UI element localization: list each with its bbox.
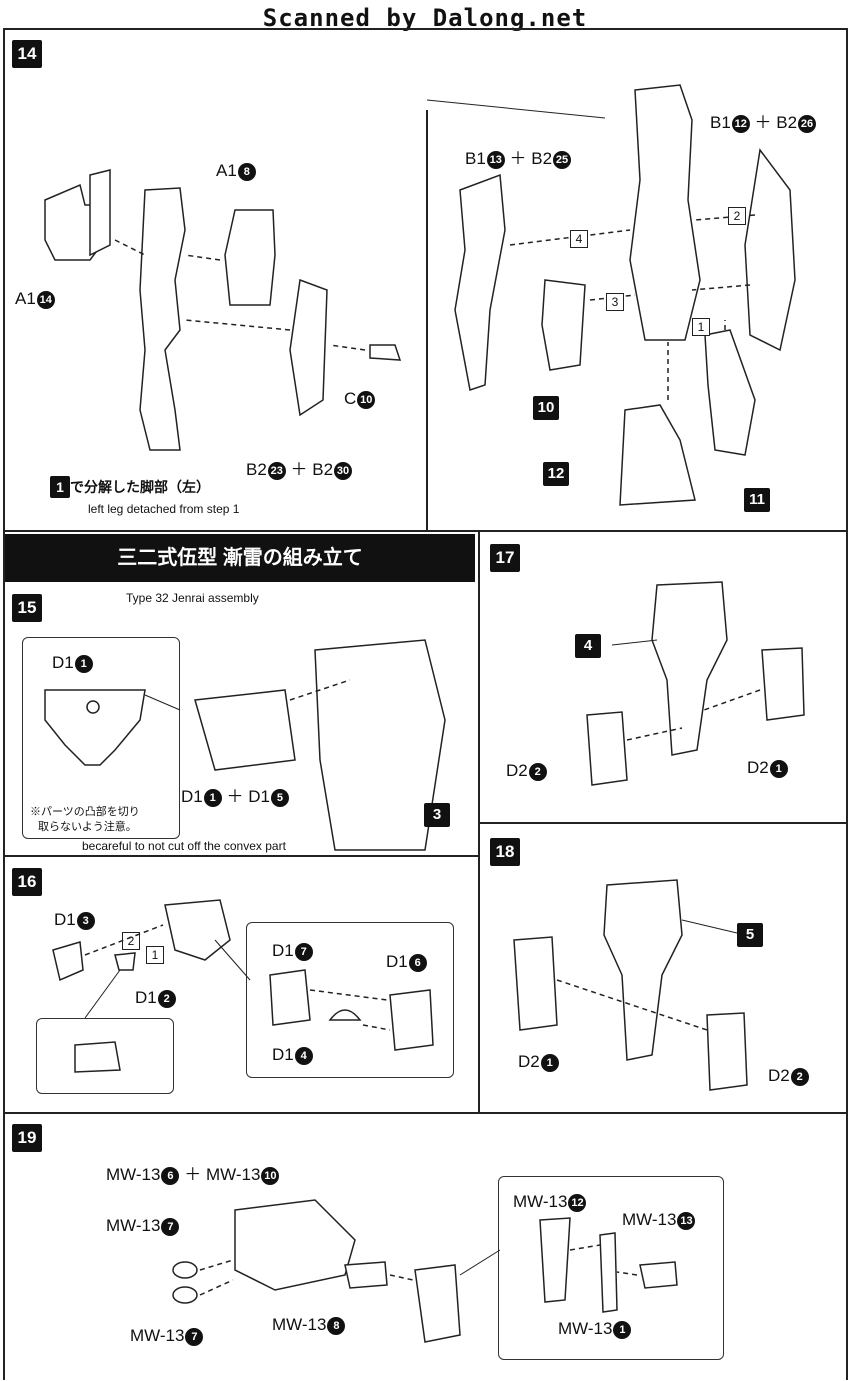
callout-3: 3: [424, 803, 450, 827]
order-1-s16: 1: [146, 946, 164, 964]
order-3: 3: [606, 293, 624, 311]
frame-left: [3, 28, 5, 1114]
translation-convex-note: becareful to not cut off the convex part: [82, 839, 286, 853]
step-19-number: 19: [12, 1124, 42, 1152]
step-17-illustration: [482, 570, 842, 800]
step-17-number: 17: [490, 544, 520, 572]
watermark: Scanned by Dalong.net: [262, 4, 588, 32]
step-16-illustration: [5, 870, 465, 1090]
frame-top: [3, 28, 848, 30]
step-14-right-illustration: [430, 80, 850, 510]
translation-leg: left leg detached from step 1: [88, 502, 240, 516]
callout-11: 11: [744, 488, 770, 512]
frame-left-bottom: [3, 1112, 5, 1380]
order-4: 4: [570, 230, 588, 248]
step-14-number: 14: [12, 40, 42, 68]
step-18-illustration: [482, 865, 842, 1105]
step-14-left-illustration: [5, 30, 425, 510]
inset-note-line2: 取らないよう注意。: [38, 821, 137, 833]
frame-right-bottom: [846, 1112, 848, 1380]
step-15-illustration: [5, 610, 465, 820]
callout-5: 5: [737, 923, 763, 947]
divider-row3: [3, 1112, 848, 1114]
step-19-illustration: [5, 1170, 745, 1370]
callout-4: 4: [575, 634, 601, 658]
translation-assembly: Type 32 Jenrai assembly: [126, 591, 259, 605]
assembly-banner: 三二式伍型 漸雷の組み立て: [5, 534, 475, 582]
callout-12: 12: [543, 462, 569, 486]
divider-15-16: [3, 855, 478, 857]
order-2-s16: 2: [122, 932, 140, 950]
divider-14: [426, 110, 428, 530]
step-16-number: 16: [12, 868, 42, 896]
divider-17-18: [478, 822, 848, 824]
order-1: 1: [692, 318, 710, 336]
callout-10: 10: [533, 396, 559, 420]
step-15-number: 15: [12, 594, 42, 622]
divider-row1: [3, 530, 848, 532]
order-2: 2: [728, 207, 746, 225]
inset-note-line1: ※パーツの凸部を切り: [30, 806, 140, 818]
step-18-number: 18: [490, 838, 520, 866]
frame-right: [846, 28, 848, 1114]
